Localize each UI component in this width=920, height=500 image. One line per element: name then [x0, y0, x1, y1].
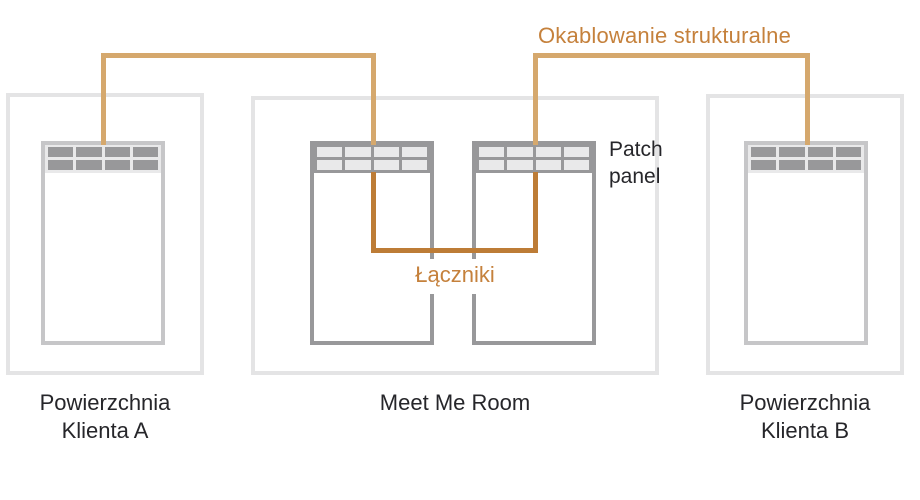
connectors-label: Łączniki	[405, 259, 505, 294]
customer-a-rack	[41, 141, 165, 345]
customer-a-caption: Powierzchnia Klienta A	[39, 390, 171, 443]
structured-cabling-label: Okablowanie strukturalne	[538, 23, 792, 48]
mmr-left-rack	[310, 141, 434, 345]
patch-panel-label: Patch panel	[609, 138, 663, 188]
meet-me-room-caption: Meet Me Room	[379, 390, 531, 415]
mmr-left-patch-panel	[314, 145, 430, 173]
mmr-right-patch-panel	[476, 145, 592, 173]
customer-b-patch-panel	[748, 145, 864, 173]
customer-b-rack	[744, 141, 868, 345]
customer-b-caption: Powierzchnia Klienta B	[739, 390, 871, 443]
customer-a-patch-panel	[45, 145, 161, 173]
mmr-right-rack	[472, 141, 596, 345]
